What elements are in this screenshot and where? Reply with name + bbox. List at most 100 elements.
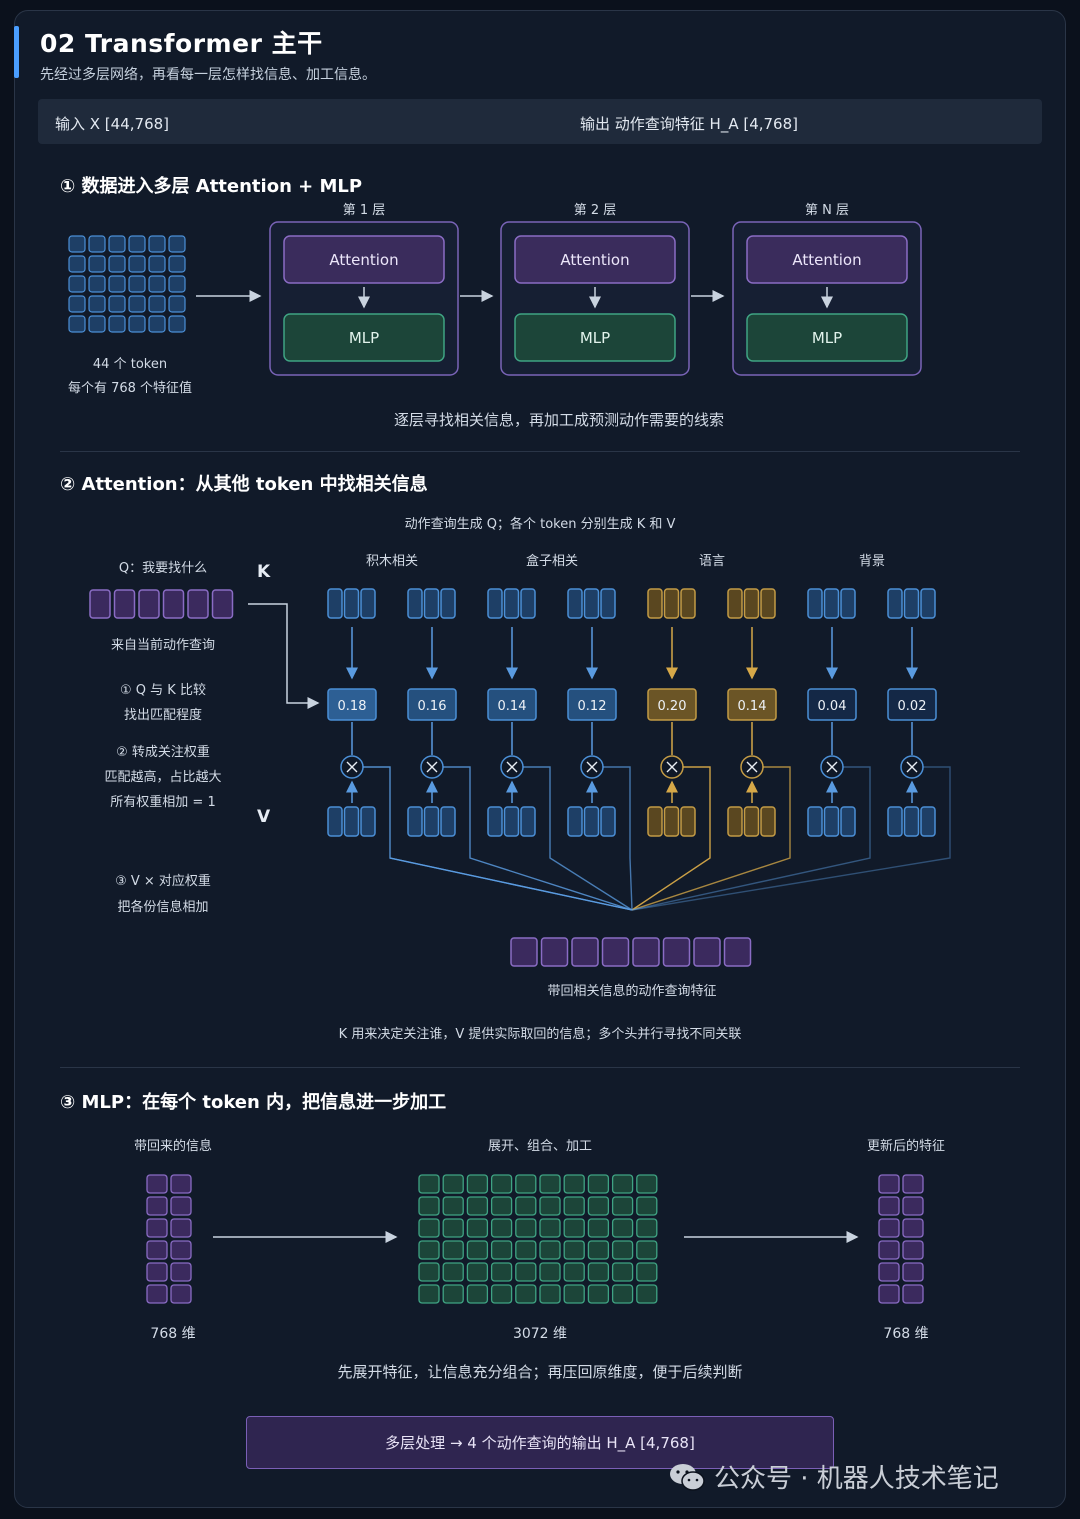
mlp-hidden-cell (515, 1262, 537, 1282)
mlp-hidden-cell (442, 1196, 464, 1216)
mlp-hidden-cell (636, 1218, 658, 1238)
k-vector-cell (920, 588, 936, 619)
mlp-right-label: 更新后的特征 (866, 1139, 946, 1154)
mlp-label: MLP (349, 329, 379, 347)
result-cell (540, 937, 569, 967)
mlp-hidden-cell (539, 1196, 561, 1216)
weight-value: 0.02 (898, 699, 927, 714)
token-cell (128, 275, 146, 293)
v-vector-cell (487, 806, 503, 837)
multiply-glyph (666, 761, 678, 773)
result-label: 带回相关信息的动作查询特征 (547, 984, 717, 999)
k-vector-cell (343, 588, 360, 619)
query-cell (89, 589, 111, 619)
mlp-input-cell (170, 1262, 192, 1282)
section2-caption: K 用来决定关注谁，V 提供实际取回的信息；多个头并行寻找不同关联 (338, 1027, 742, 1042)
mlp-hidden-cell (611, 1196, 634, 1216)
mlp-hidden-cell (636, 1240, 658, 1260)
k-vector-cell (903, 588, 920, 619)
mlp-hidden-cell (515, 1218, 537, 1238)
k-vector-cell (440, 588, 456, 619)
result-cell (632, 937, 660, 967)
mlp-hidden-cell (563, 1196, 585, 1216)
weighted-value-path (631, 766, 711, 911)
mlp-hidden-cell (636, 1196, 658, 1216)
v-vector-cell (600, 806, 616, 837)
weighted-value-path (389, 857, 633, 911)
weight-box (727, 688, 777, 721)
weight-value: 0.18 (338, 699, 367, 714)
attention-block (746, 235, 908, 284)
mlp-hidden-cell (418, 1262, 440, 1282)
v-vector-cell (743, 806, 760, 837)
mlp-hidden-cell (490, 1284, 513, 1304)
mlp-hidden-cell (539, 1240, 561, 1260)
multiply-glyph (826, 761, 838, 773)
mlp-hidden-cell (466, 1174, 489, 1194)
token-cell (88, 295, 106, 313)
token-cell (168, 315, 186, 333)
mlp-output-cell (902, 1196, 924, 1216)
mlp-hidden-cell (442, 1174, 464, 1194)
token-cell (148, 235, 166, 253)
token-cell (68, 295, 86, 313)
weight-value: 0.14 (738, 699, 767, 714)
summary-box: 多层处理 → 4 个动作查询的输出 H_A [4,768] (246, 1416, 834, 1469)
mlp-input-grid (146, 1174, 192, 1304)
mlp-hidden-cell (611, 1284, 634, 1304)
v-vector-cell (807, 806, 823, 837)
section1-title: ① 数据进入多层 Attention + MLP (60, 176, 363, 197)
mlp-input-cell (146, 1174, 168, 1194)
k-vector-cell (327, 588, 343, 619)
title-accent-bar (14, 26, 19, 78)
token-cell (108, 255, 126, 273)
layerN-label: 第 N 层 (805, 203, 849, 218)
mlp-hidden-cell (539, 1218, 561, 1238)
mlp-input-cell (146, 1240, 168, 1260)
token-cell (108, 275, 126, 293)
k-vector-cell (887, 588, 903, 619)
v-vector-cell (567, 806, 583, 837)
token-cell (128, 235, 146, 253)
section2-title: ② Attention：从其他 token 中找相关信息 (60, 474, 428, 495)
k-vector-cell (487, 588, 503, 619)
mlp-hidden-cell (418, 1284, 440, 1304)
step1-title: ① Q 与 K 比较 (120, 683, 206, 698)
v-vector-cell (647, 806, 663, 837)
weight-box (487, 688, 537, 721)
weight-value: 0.04 (818, 699, 847, 714)
weight-value: 0.20 (658, 699, 687, 714)
k-vector-cell (567, 588, 583, 619)
result-cell (723, 937, 752, 967)
q-label: Q：我要找什么 (118, 561, 208, 576)
mlp-output-cell (878, 1240, 900, 1260)
mlp-input-cell (170, 1218, 192, 1238)
v-vector-cell (823, 806, 840, 837)
weight-value: 0.14 (498, 699, 527, 714)
k-letter: K (257, 562, 271, 582)
mlp-hidden-cell (636, 1262, 658, 1282)
token-cell (88, 255, 106, 273)
mlp-hidden-cell (515, 1196, 537, 1216)
query-vector (89, 589, 234, 619)
section1-caption: 逐层寻找相关信息，再加工成预测动作需要的线索 (393, 411, 725, 429)
mlp-hidden-cell (563, 1174, 585, 1194)
v-vector-cell (503, 806, 520, 837)
token-cell (88, 315, 106, 333)
mlp-hidden-cell (490, 1174, 513, 1194)
step2-desc2: 所有权重相加 = 1 (110, 795, 216, 810)
v-vector-cell (887, 806, 903, 837)
mlp-output-cell (878, 1284, 900, 1304)
token-cell (88, 275, 106, 293)
token-count: 44 个 token (92, 357, 168, 372)
mlp-right-dim: 768 维 (883, 1326, 929, 1342)
attention-label: Attention (329, 251, 398, 269)
token-cell (128, 255, 146, 273)
mlp-input-cell (170, 1284, 192, 1304)
token-cell (168, 275, 186, 293)
mlp-hidden-cell (587, 1284, 610, 1304)
mlp-hidden-cell (636, 1174, 658, 1194)
weight-box (567, 688, 617, 721)
mlp-hidden-cell (587, 1218, 610, 1238)
mlp-label: MLP (812, 329, 842, 347)
